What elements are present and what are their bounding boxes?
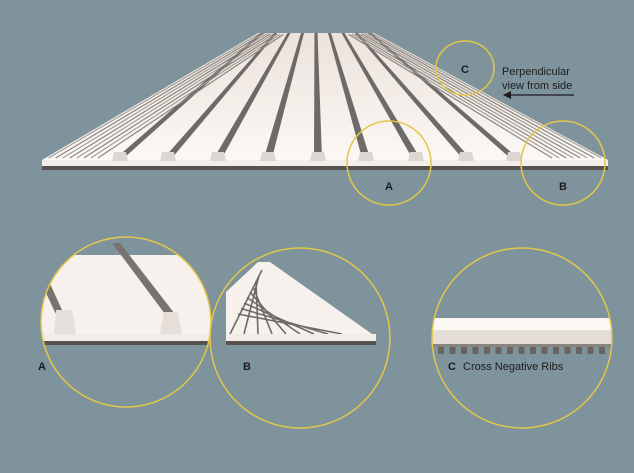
- rib-feet: [112, 152, 522, 161]
- side-view-line-2: view from side: [502, 80, 572, 92]
- callout-ring-a: [346, 120, 432, 206]
- detail-caption-c: Cross Negative Ribs: [463, 361, 564, 373]
- detail-panel-c: C Cross Negative Ribs: [431, 247, 613, 429]
- panel-base: [42, 166, 608, 170]
- rib-foot: [160, 152, 176, 161]
- edge-rib-stripe: [97, 33, 284, 159]
- edge-rib-stripe: [62, 32, 268, 159]
- main-rib: [341, 33, 420, 158]
- panel-top-surface: [42, 33, 608, 160]
- callout-label-a: A: [385, 181, 393, 193]
- negative-rib-tooth: [449, 347, 456, 354]
- side-view-line-1: Perpendicular: [502, 66, 570, 78]
- edge-rib-stripe: [48, 32, 262, 159]
- left-edge-ribs: [48, 32, 284, 159]
- callout-ring-c: [435, 40, 495, 96]
- rib-foot: [458, 152, 474, 161]
- edge-rib-stripe: [351, 33, 560, 159]
- main-rib: [116, 33, 264, 158]
- negative-rib-tooth: [599, 347, 605, 354]
- detail-b-rib: [243, 302, 315, 335]
- detail-panel-a: A: [38, 236, 212, 408]
- edge-rib-stripe: [361, 33, 581, 159]
- negative-rib-tooth: [553, 347, 559, 354]
- edge-rib-stripe: [55, 32, 265, 159]
- negative-rib-tooth: [438, 347, 444, 354]
- edge-rib-stripe: [370, 32, 602, 159]
- detail-label-c: C: [448, 361, 456, 373]
- edge-rib-stripe: [83, 33, 278, 159]
- negative-rib-tooth: [461, 347, 467, 354]
- left-arrow-icon: [503, 91, 574, 99]
- rib-foot: [210, 152, 226, 161]
- detail-b-rib: [240, 307, 329, 335]
- edge-rib-stripe: [357, 33, 574, 159]
- negative-rib-tooth: [484, 347, 490, 354]
- main-rib: [355, 33, 470, 158]
- detail-b-rib: [229, 269, 263, 335]
- callout-label-c: C: [461, 64, 469, 76]
- negative-rib-tooth: [472, 347, 479, 354]
- right-edge-ribs: [348, 32, 602, 159]
- negative-rib-tooth: [530, 347, 536, 354]
- edge-rib-stripe: [90, 33, 281, 159]
- rib-foot: [260, 152, 276, 161]
- detail-b-rib: [252, 286, 273, 335]
- main-rib: [214, 33, 291, 158]
- edge-rib-stripe: [348, 33, 553, 159]
- edge-rib-stripe: [367, 32, 595, 159]
- callout-label-b: B: [559, 181, 567, 193]
- cross-negative-ribs: [438, 347, 612, 354]
- edge-rib-stripe: [76, 33, 275, 159]
- main-rib-panel: [42, 32, 608, 170]
- rib-foot: [506, 152, 522, 161]
- detail-b-rib: [255, 280, 259, 335]
- negative-rib-tooth: [507, 347, 513, 354]
- detail-label-b: B: [243, 361, 251, 373]
- callout-ring-b: [520, 120, 606, 206]
- negative-rib-tooth: [587, 347, 594, 354]
- main-rib: [328, 33, 370, 158]
- rib-foot: [358, 152, 374, 161]
- negative-rib-tooth: [576, 347, 582, 354]
- main-rib: [264, 33, 304, 158]
- detail-b-rib: [237, 313, 343, 335]
- rib-foot: [112, 152, 128, 161]
- detail-b-ribs: [229, 269, 343, 335]
- negative-rib-tooth: [564, 347, 571, 354]
- negative-rib-tooth: [518, 347, 525, 354]
- main-rib: [164, 33, 277, 158]
- detail-panel-b: B: [209, 247, 391, 429]
- detail-label-a: A: [38, 361, 46, 373]
- panel-front-edge: [42, 160, 608, 166]
- edge-rib-stripe: [354, 33, 567, 159]
- edge-rib-stripe: [364, 32, 588, 159]
- negative-rib-tooth: [541, 347, 548, 354]
- rib-foot: [408, 152, 424, 161]
- main-rib: [314, 33, 322, 158]
- negative-rib-tooth: [495, 347, 502, 354]
- rib-foot: [310, 152, 326, 161]
- edge-rib-stripe: [69, 33, 271, 159]
